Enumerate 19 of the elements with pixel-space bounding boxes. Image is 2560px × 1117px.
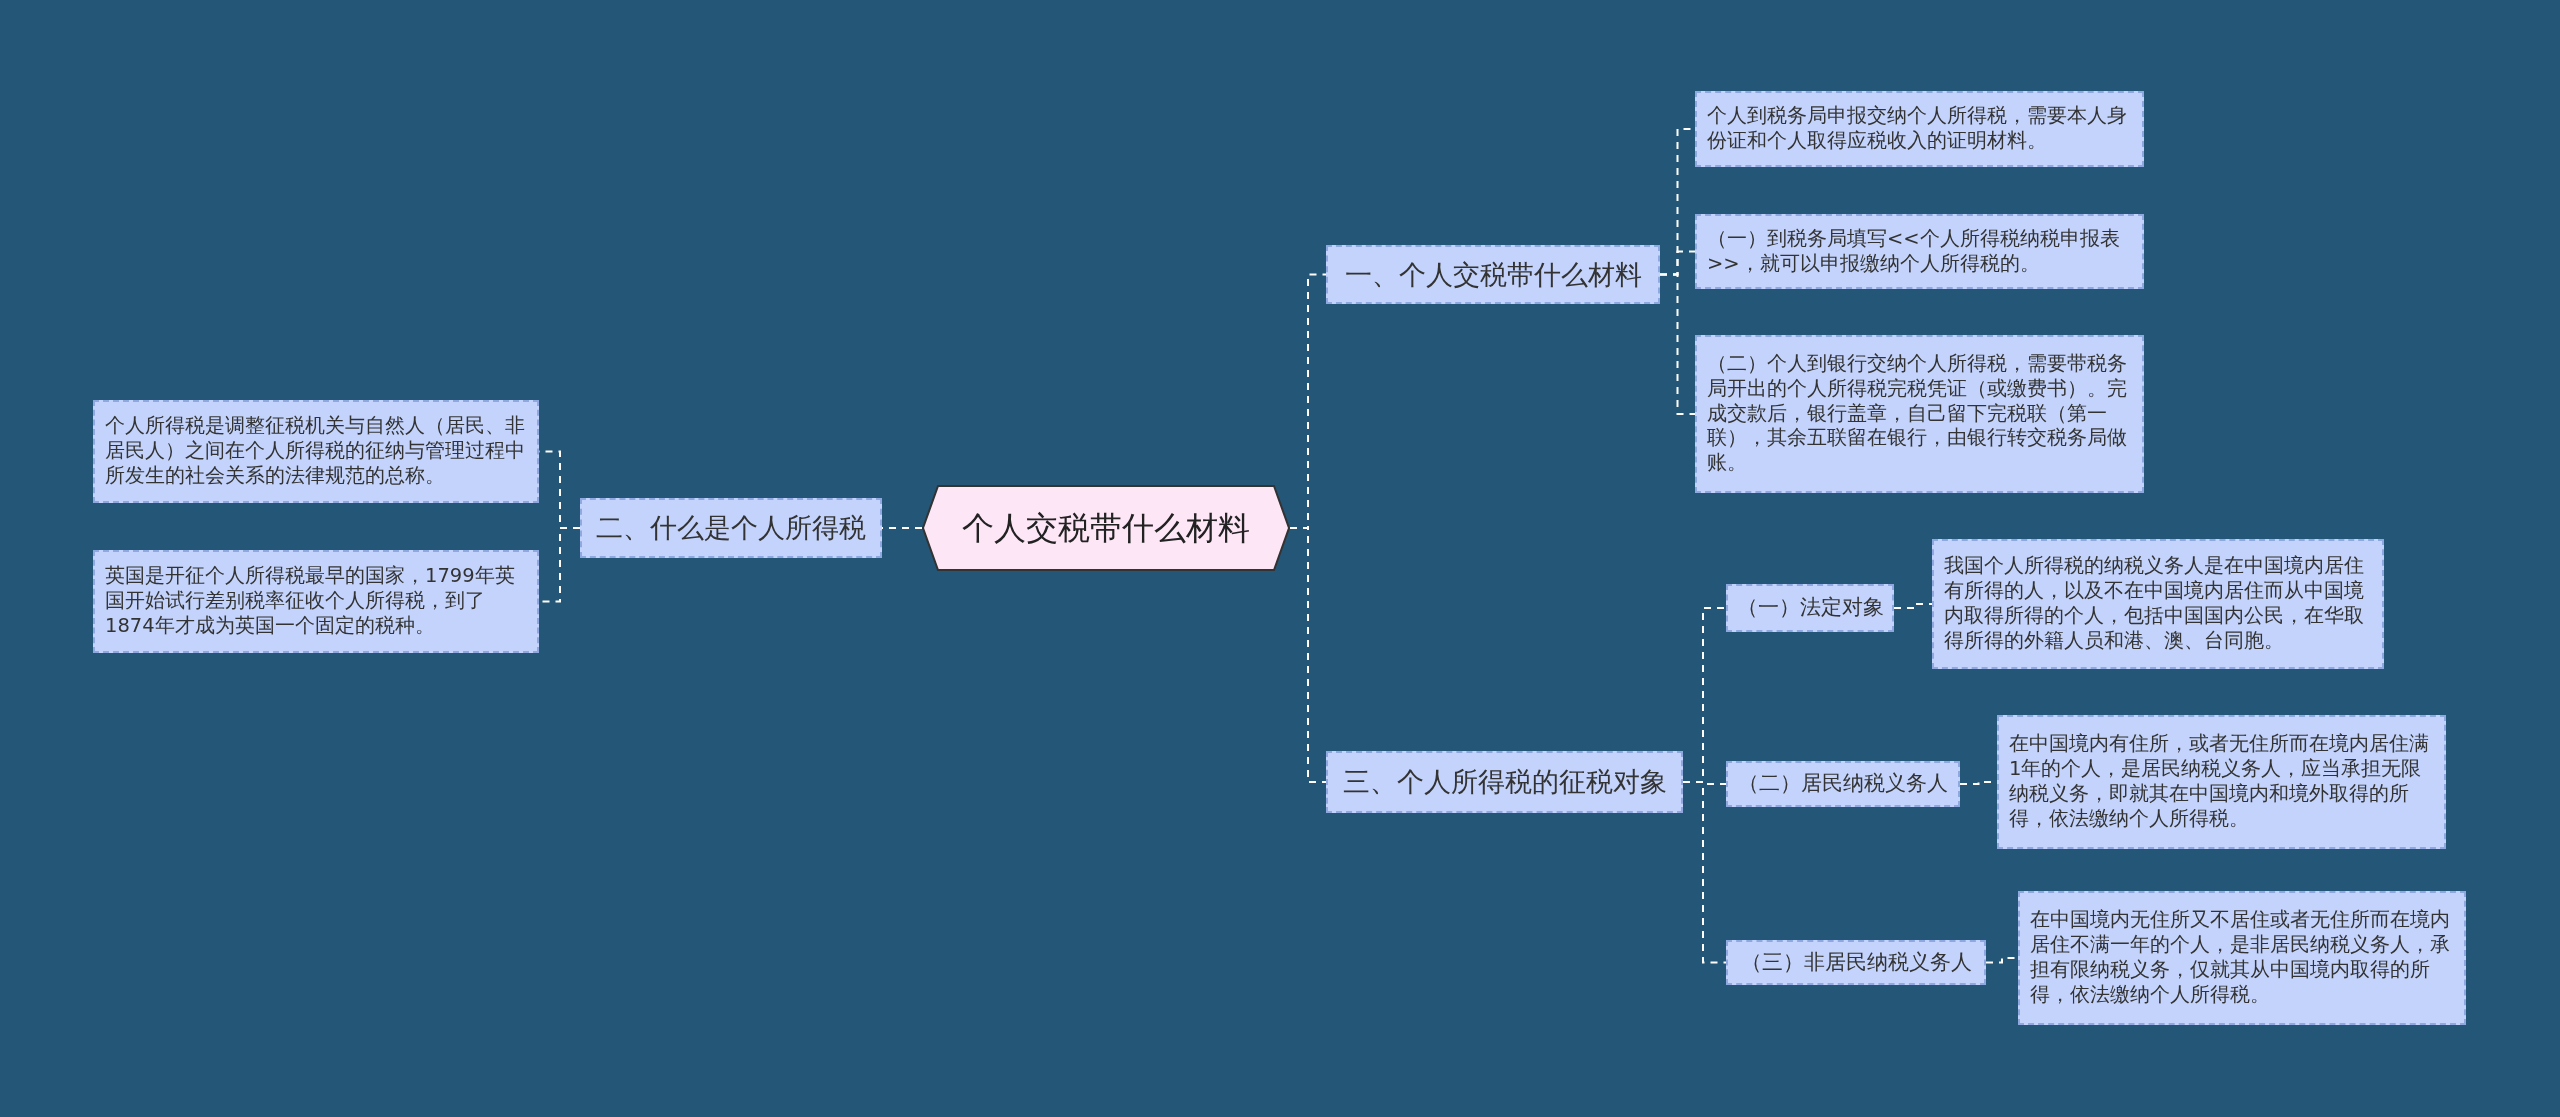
topic-box: 二、什么是个人所得税: [580, 498, 882, 558]
note-box: 个人到税务局申报交纳个人所得税，需要本人身份证和个人取得应税收入的证明材料。: [1695, 91, 2144, 167]
note-box: 在中国境内无住所又不居住或者无住所而在境内居住不满一年的个人，是非居民纳税义务人，承担有限纳税义务，仅就其从中国境内取得的所得，依法缴纳个人所得税。: [2018, 891, 2466, 1025]
connector: [1289, 527, 1327, 783]
topic-box: 一、个人交税带什么材料: [1326, 245, 1660, 304]
note-box: （一）到税务局填写<<个人所得税纳税申报表>>，就可以申报缴纳个人所得税的。: [1695, 214, 2144, 289]
note-box: 个人所得税是调整征税机关与自然人（居民、非居民人）之间在个人所得税的征纳与管理过程中所发生的社会关系的法律规范的总称。: [93, 400, 539, 503]
topic-box: 三、个人所得税的征税对象: [1326, 751, 1683, 813]
connector: [1659, 273, 1696, 415]
subtopic-box: （三）非居民纳税义务人: [1726, 940, 1986, 985]
central-topic: 个人交税带什么材料: [922, 485, 1290, 571]
connector: [1682, 781, 1727, 964]
note-box: （二）个人到银行交纳个人所得税，需要带税务局开出的个人所得税完税凭证（或缴费书）。完成交款后，银行盖章，自己留下完税联（第一联），其余五联留在银行，由银行转交税务局做账。: [1695, 335, 2144, 493]
note-box: 我国个人所得税的纳税义务人是在中国境内居住有所得的人，以及不在中国境内居住而从中国境内取得所得的个人，包括中国国内公民，在华取得所得的外籍人员和港、澳、台同胞。: [1932, 539, 2384, 669]
subtopic-box: （二）居民纳税义务人: [1726, 761, 1960, 807]
note-box: 在中国境内有住所，或者无住所而在境内居住满1年的个人，是居民纳税义务人，应当承担无限纳税义务，即就其在中国境内和境外取得的所得，依法缴纳个人所得税。: [1997, 715, 2446, 849]
note-box: 英国是开征个人所得税最早的国家，1799年英国开始试行差别税率征收个人所得税，到了1874年才成为英国一个固定的税种。: [93, 550, 539, 653]
connector: [1893, 603, 1933, 609]
subtopic-box: （一）法定对象: [1726, 584, 1894, 632]
